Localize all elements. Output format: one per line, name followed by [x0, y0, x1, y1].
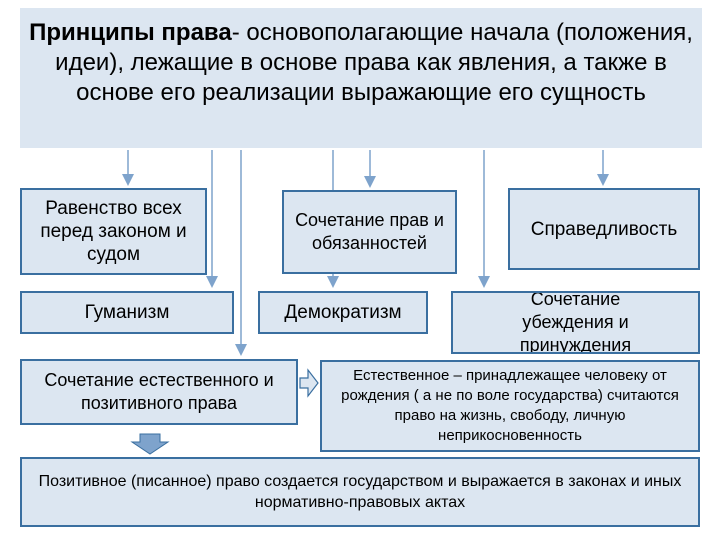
box-humanism: Гуманизм	[20, 291, 234, 334]
definition-header: Принципы права- основополагающие начала …	[20, 8, 702, 148]
box-equality: Равенство всех перед законом и судом	[20, 188, 207, 275]
box-justice-text: Справедливость	[530, 218, 678, 240]
box-rights-duties-text: Сочетание прав и обязанностей	[295, 210, 444, 253]
block-arrow-down	[130, 433, 170, 455]
box-persuasion-coercion-text: Сочетание убеждения и принуждения	[519, 291, 632, 354]
box-democratism-text: Демократизм	[284, 302, 402, 323]
header-title-bold: Принципы права	[29, 19, 232, 46]
header-title-rest: - основополагающие начала (положения, ид…	[55, 19, 693, 106]
box-rights-duties: Сочетание прав и обязанностей	[282, 190, 457, 274]
box-justice: Справедливость	[508, 188, 700, 270]
box-humanism-text: Гуманизм	[84, 302, 170, 323]
box-positive-law-note-text: Позитивное (писанное) право создается го…	[38, 473, 682, 511]
block-arrow-right	[299, 368, 319, 398]
box-natural-positive: Сочетание естественного и позитивного пр…	[20, 359, 298, 425]
box-positive-law-note: Позитивное (писанное) право создается го…	[20, 457, 700, 527]
box-democratism: Демократизм	[258, 291, 428, 334]
box-persuasion-coercion: Сочетание убеждения и принуждения	[451, 291, 700, 354]
box-natural-positive-text: Сочетание естественного и позитивного пр…	[44, 370, 274, 413]
box-natural-law-note: Естественное – принадлежащее человеку от…	[320, 360, 700, 452]
box-equality-text: Равенство всех перед законом и судом	[40, 198, 187, 265]
box-natural-law-note-text: Естественное – принадлежащее человеку от…	[341, 367, 679, 444]
